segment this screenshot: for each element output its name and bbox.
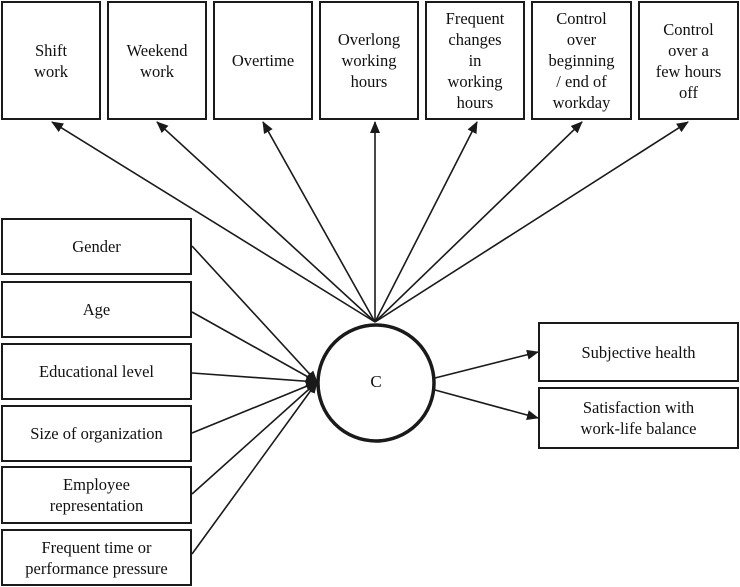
indicator-label: Control over a few hours off — [655, 19, 722, 102]
covariate-age: Age — [1, 281, 192, 338]
outcome-subjective-health: Subjective health — [538, 322, 739, 382]
indicator-control-begin-end: Control over beginning / end of workday — [531, 1, 632, 120]
arrow-from-employee-representation — [191, 381, 318, 495]
arrow-to-work-life-balance — [434, 389, 539, 420]
outcome-work-life-balance: Satisfaction with work-life balance — [538, 387, 739, 449]
arrow-from-size-of-organization — [191, 381, 318, 434]
covariate-employee-representation: Employee representation — [1, 466, 192, 524]
covariate-label: Educational level — [39, 362, 154, 381]
covariate-size-of-organization: Size of organization — [1, 405, 192, 462]
indicator-label: Weekend work — [126, 40, 188, 81]
covariate-label: Employee representation — [49, 475, 144, 515]
indicator-label: Shift work — [34, 40, 68, 81]
indicator-overlong-working-hours: Overlong working hours — [319, 1, 419, 120]
indicator-label: Overtime — [231, 51, 295, 70]
latent-class-label: C — [370, 372, 382, 391]
covariate-label: Gender — [72, 237, 121, 256]
covariate-gender: Gender — [1, 218, 192, 275]
arrow-to-control-hours-off — [374, 121, 689, 323]
arrow-to-shift-work — [51, 121, 376, 323]
latent-class-circle — [316, 323, 436, 443]
arrow-to-overtime — [262, 121, 376, 323]
arrow-from-educational-level — [191, 372, 318, 387]
outcome-label: Subjective health — [581, 342, 696, 362]
arrow-to-subjective-health — [434, 349, 539, 379]
arrow-from-time-pressure — [191, 381, 318, 555]
arrow-to-control-begin-end — [374, 121, 583, 323]
indicator-overtime: Overtime — [213, 1, 313, 120]
outcome-label: Satisfaction with work-life balance — [580, 398, 697, 438]
covariate-educational-level: Educational level — [1, 343, 192, 400]
indicator-shift-work: Shift work — [1, 1, 101, 120]
arrow-to-weekend-work — [156, 121, 376, 323]
indicator-label: Control over beginning / end of workday — [548, 9, 615, 112]
indicator-label: Overlong working hours — [337, 30, 401, 91]
covariate-label: Age — [82, 300, 111, 319]
arrow-from-gender — [191, 245, 318, 383]
covariate-time-pressure: Frequent time or performance pressure — [1, 529, 192, 586]
indicator-control-hours-off: Control over a few hours off — [638, 1, 739, 120]
arrow-from-age — [191, 311, 318, 383]
indicator-label: Frequent changes in working hours — [445, 9, 505, 112]
covariate-label: Frequent time or performance pressure — [25, 537, 168, 578]
covariate-label: Size of organization — [30, 424, 163, 443]
arrow-to-frequent-changes — [374, 121, 478, 323]
indicator-frequent-changes: Frequent changes in working hours — [425, 1, 525, 120]
indicator-weekend-work: Weekend work — [107, 1, 207, 120]
